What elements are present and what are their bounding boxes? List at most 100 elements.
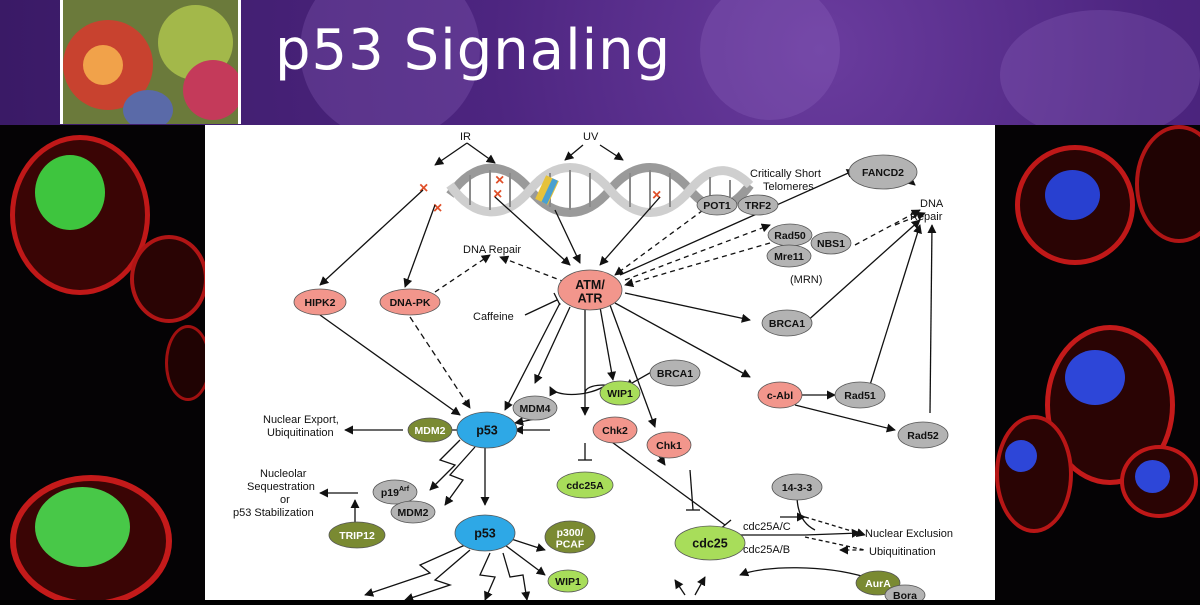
p53-pathway-diagram: ×× ×× × [205,125,995,605]
node-atm: ATM/ATR [557,269,623,311]
node-label: TRIP12 [339,530,375,542]
node-label: TRF2 [745,200,771,212]
node-p53b: p53 [454,514,516,552]
nuclear-export-label-1: Nuclear Export, [263,414,339,426]
mrn-label: (MRN) [790,274,822,286]
node-shape [544,520,596,554]
node-pot1: POT1 [696,194,738,216]
node-label: cdc25 [692,537,727,551]
dna-repair-right-label-2: Repair [910,211,943,223]
node-shape [696,194,738,216]
node-label: BRCA1 [769,318,805,330]
node-shape [834,381,886,409]
nucleolar-label-4: p53 Stabilization [233,507,314,519]
node-label: Bora [893,590,917,600]
node-rad50: Rad50 [767,223,813,247]
node-mre11: Mre11 [766,244,812,268]
node-label: BRCA1 [657,368,693,380]
node-cdc25a: cdc25A [556,471,614,499]
node-shape [407,417,453,443]
dna-repair-right-label-1: DNA [920,198,944,210]
node-fancd2: FANCD2 [848,154,918,190]
node-label: WIP1 [607,388,633,400]
node-p300: p300/PCAF [544,520,596,554]
node-label: HIPK2 [305,297,336,309]
node-label: Rad52 [907,430,939,442]
node-shape [848,154,918,190]
node-cdc25: cdc25 [674,525,746,561]
node-shape [599,380,641,406]
node-trf2: TRF2 [737,194,779,216]
svg-text:×: × [495,172,504,189]
node-label: MDM2 [415,425,446,437]
caffeine-label: Caffeine [473,311,514,323]
node-rad51: Rad51 [834,381,886,409]
node-mdm2b: MDM2 [390,500,436,524]
node-label: p300/ [557,527,584,539]
node-shape [646,431,692,459]
node-label: Rad50 [774,230,806,242]
node-shape [379,288,441,316]
node-nbs1: NBS1 [810,231,852,255]
node-label: POT1 [703,200,731,212]
nucleolar-label-3: or [280,494,290,506]
node-label: FANCD2 [862,167,904,179]
node-label: Chk1 [656,440,682,452]
nucleolar-label-2: Sequestration [247,481,315,493]
node-shape [454,514,516,552]
svg-text:×: × [433,200,442,217]
node-shape [737,194,779,216]
node-label: PCAF [556,539,585,551]
node-label: Rad51 [844,390,876,402]
node-shape [328,521,386,549]
node-shape [897,421,949,449]
banner-decoration [700,0,840,120]
telomeres-label-2: Telomeres [763,181,814,193]
node-label: MDM2 [398,507,429,519]
node-label: WIP1 [555,576,581,588]
node-shape [757,381,803,409]
cdc25ac-label: cdc25A/C [743,521,791,533]
telomeres-label-1: Critically Short [750,168,821,180]
node-hipk2: HIPK2 [293,288,347,316]
nuclear-export-label-2: Ubiquitination [267,427,334,439]
node-s1433: 14-3-3 [771,473,823,501]
cdc25ab-label: cdc25A/B [743,544,790,556]
node-rad52: Rad52 [897,421,949,449]
node-shape [547,569,589,593]
pathway-svg: ×× ×× × [233,131,953,605]
node-shape [674,525,746,561]
node-brca1b: BRCA1 [761,309,813,337]
ir-label: IR [460,131,471,143]
node-label: c-Abl [767,390,793,402]
node-shape [557,269,623,311]
node-shape [761,309,813,337]
dna-repair-top-label: DNA Repair [463,244,521,256]
node-brca1a: BRCA1 [649,359,701,387]
node-label: p53 [476,424,498,438]
ubiquitination-label: Ubiquitination [869,546,936,558]
node-shape [556,471,614,499]
node-label: Mre11 [774,251,804,263]
node-cabl: c-Abl [757,381,803,409]
node-p53a: p53 [456,411,518,449]
node-label: AurA [865,578,891,590]
node-shape [766,244,812,268]
pathway-edges [319,142,937,602]
banner-decoration [300,0,480,125]
node-label: cdc25A [566,480,604,492]
node-mdm2a: MDM2 [407,417,453,443]
node-wip1b: WIP1 [547,569,589,593]
node-label: Chk2 [602,425,628,437]
node-shape [390,500,436,524]
node-label: ATR [578,292,603,306]
dna-damage-marks: ×× ×× × [419,172,661,217]
banner-decoration [1000,10,1200,125]
node-trip12: TRIP12 [328,521,386,549]
svg-text:×: × [652,187,661,204]
node-label: 14-3-3 [782,482,813,494]
nucleolar-label-1: Nucleolar [260,468,307,480]
node-shape [456,411,518,449]
node-chk1: Chk1 [646,431,692,459]
